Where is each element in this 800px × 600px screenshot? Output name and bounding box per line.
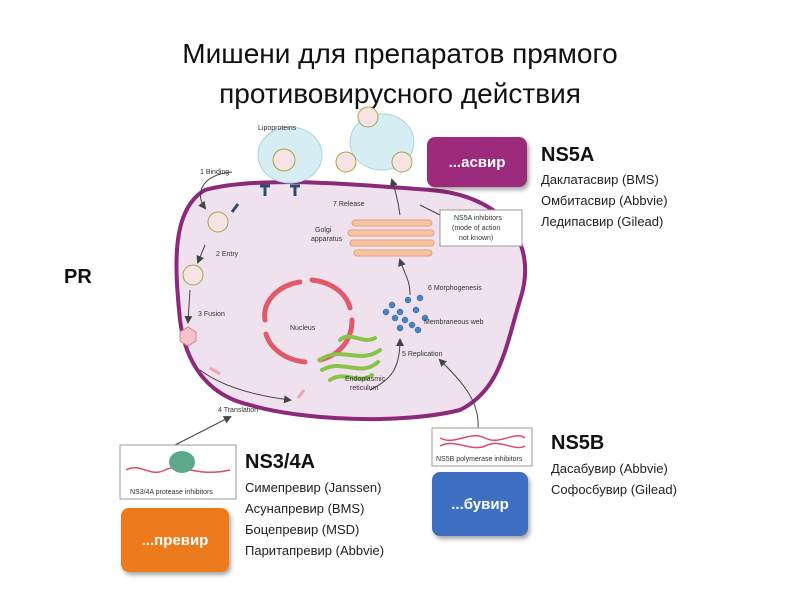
golgi-apparatus	[347, 219, 435, 257]
arrow-ns5a-inhibitor	[419, 204, 441, 216]
rna-strand	[209, 366, 221, 376]
label-binding: 1 Binding	[200, 169, 229, 176]
slide-title: Мишени для препаратов прямого противовир…	[182, 38, 618, 109]
capsid-icon	[179, 326, 197, 347]
arrow-entry	[196, 244, 206, 264]
arrow-translation	[199, 369, 292, 404]
receptor-icon	[230, 184, 300, 213]
label-entry: 2 Entry	[216, 251, 239, 258]
label-nucleus: Nucleus	[290, 325, 316, 332]
ns5b-drug: Дасабувир (Abbvie)	[551, 461, 668, 476]
arrow-ns3-inhibitor	[174, 416, 232, 446]
label-lipoproteins: Lipoproteins	[258, 125, 297, 132]
ns34a-button[interactable]: ...превир	[121, 508, 229, 572]
arrow-release	[389, 178, 401, 216]
ns34a-drug: Симепревир (Janssen)	[245, 480, 382, 495]
ns5a-button-label: ...асвир	[448, 153, 506, 171]
ns34a-drug: Асунапревир (BMS)	[245, 501, 365, 516]
label-translation: 4 Translation	[218, 407, 258, 414]
ns34a-drug: Боцепревир (MSD)	[245, 522, 360, 537]
ns5a-drug: Ледипасвир (Gilead)	[541, 214, 664, 229]
label-golgi: apparatus	[311, 236, 343, 243]
ns5b-button-label: ...бувир	[451, 495, 509, 513]
ns5a-inhibitor-label: not known)	[459, 235, 493, 242]
protease-icon	[169, 451, 195, 473]
ns5a-drug: Омбитасвир (Abbvie)	[541, 193, 668, 208]
virion-icon	[182, 106, 413, 286]
label-morphogenesis: 6 Morphogenesis	[428, 285, 482, 292]
ns5a-button[interactable]: ...асвир	[427, 137, 527, 187]
ns34a-button-label: ...превир	[141, 531, 209, 549]
label-er: Endoplasmic	[345, 376, 386, 383]
ns5a-inhibitor-label: (mode of action	[452, 225, 500, 232]
label-er: reticulum	[350, 385, 379, 392]
arrow-binding	[198, 171, 233, 210]
ns5b-inhibitor-label: NS5B polymerase inhibitors	[436, 456, 523, 463]
arrow-fusion	[184, 289, 193, 324]
label-golgi: Golgi	[315, 227, 332, 234]
label-fusion: 3 Fusion	[198, 311, 225, 318]
label-release: 7 Release	[333, 201, 365, 208]
label-membranous-web: Membraneous web	[424, 319, 484, 326]
ns34a-drug: Паритапревир (Abbvie)	[245, 543, 385, 558]
ns5a-inhibitor-label: NS5A inhibitors	[454, 215, 502, 222]
label-replication: 5 Replication	[402, 351, 443, 358]
ns5b-header: NS5B	[551, 432, 605, 454]
cell-membrane	[174, 180, 527, 422]
ns5a-header: NS5A	[541, 144, 595, 166]
ns5a-inhibitor-box	[439, 209, 523, 247]
arrow-morphogenesis	[398, 258, 411, 296]
endoplasmic-reticulum	[318, 334, 382, 382]
rna-strand	[296, 389, 306, 399]
membranous-web	[382, 294, 429, 334]
ns5a-drug: Даклатасвир (BMS)	[541, 172, 659, 187]
arrow-replication	[369, 338, 404, 391]
ns3-inhibitor-label: NS3/4A protease inhibitors	[130, 489, 213, 496]
arrow-ns5b-inhibitor	[438, 358, 479, 429]
pr-label: PR	[64, 266, 92, 288]
ns5b-drug: Софосбувир (Gilead)	[551, 482, 677, 497]
ns34a-header: NS3/4A	[245, 451, 316, 473]
ns5b-button[interactable]: ...бувир	[432, 472, 528, 536]
